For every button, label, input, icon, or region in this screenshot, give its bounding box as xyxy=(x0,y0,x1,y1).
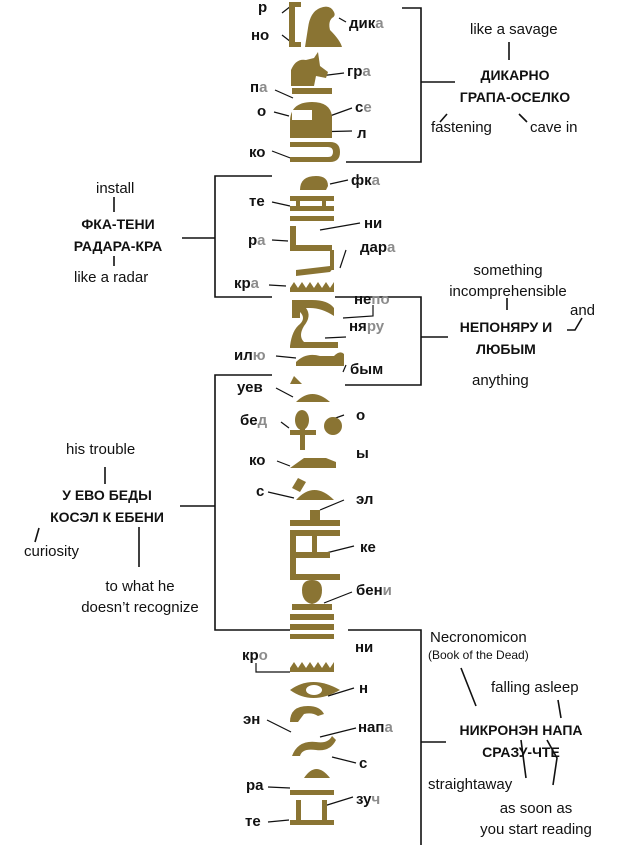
gloss-cave-in: cave in xyxy=(530,119,578,136)
syllable-zuch: зуч xyxy=(356,791,381,808)
syllable-beni: бени xyxy=(356,582,392,599)
syllable-ilyu: илю xyxy=(234,347,266,364)
gloss-anything: anything xyxy=(472,372,529,389)
syllable-o-2: о xyxy=(356,407,366,424)
syllable-kro: кро xyxy=(242,647,268,664)
syllable-l: л xyxy=(357,125,367,142)
halfdisc-glyph-icon xyxy=(304,769,330,778)
syllable-s-2: с xyxy=(359,755,368,772)
basket-glyph-icon xyxy=(290,376,302,384)
rope-glyph-icon xyxy=(290,142,340,162)
gloss-falling-asleep: falling asleep xyxy=(491,679,579,696)
syllable-kra: кра xyxy=(234,275,260,292)
syllable-nepo: непо xyxy=(354,291,390,308)
syllable-ra-2: ра xyxy=(246,777,264,794)
arm-glyph-icon xyxy=(290,458,336,468)
syllable-y: ы xyxy=(356,445,369,462)
gloss-necronomicon: Necronomicon xyxy=(430,629,527,646)
syllable-dika: дика xyxy=(349,15,384,32)
syllable-bed: бед xyxy=(240,412,268,429)
glyph-stroke-icon xyxy=(289,2,301,47)
syllable-napa: напа xyxy=(358,719,393,736)
shen-glyph-icon xyxy=(302,580,322,604)
cobra-glyph-icon xyxy=(290,302,338,348)
hook2-glyph-icon xyxy=(292,478,306,492)
arc-glyph-icon xyxy=(290,706,324,722)
water2-glyph-icon xyxy=(290,662,334,672)
vulture-glyph-icon xyxy=(305,6,342,47)
reed-glyph-icon xyxy=(296,266,332,276)
syllable-ra-1: ра xyxy=(248,232,266,249)
gloss-install: install xyxy=(96,180,135,197)
gloss-ticks xyxy=(34,42,583,786)
syllable-o-1: о xyxy=(257,103,267,120)
hook-glyph-icon xyxy=(290,226,332,251)
jackal-glyph-icon xyxy=(291,52,328,86)
gloss-straightaway: straightaway xyxy=(428,776,513,793)
syllable-s-1: с xyxy=(256,483,265,500)
syllable-el: эл xyxy=(356,491,374,508)
loop-glyph-icon xyxy=(292,300,334,318)
gloss-book-of-the-dead: (Book of the Dead) xyxy=(428,648,529,662)
water-glyph-icon xyxy=(290,282,334,292)
syllable-n: н xyxy=(359,680,369,697)
disc-glyph-icon xyxy=(324,417,342,435)
gloss-fastening: fastening xyxy=(431,119,492,136)
stair-glyph-icon xyxy=(290,510,340,526)
gloss-curiosity: curiosity xyxy=(24,543,80,560)
ankh-glyph-icon xyxy=(290,410,316,450)
syllable-te-2: те xyxy=(245,813,261,830)
syllable-dara: дара xyxy=(360,239,396,256)
bracket-group-2 xyxy=(182,175,272,298)
syllable-se: се xyxy=(355,99,372,116)
gloss-like-a-radar: like a radar xyxy=(74,269,149,286)
viper-glyph-icon xyxy=(300,176,328,190)
syllable-fka: фка xyxy=(351,172,380,189)
lion-glyph-icon xyxy=(296,352,344,366)
ladder-glyph-icon xyxy=(290,196,334,221)
syllable-no: но xyxy=(251,27,270,44)
syllable-pa: па xyxy=(250,79,268,96)
gloss-like-a-savage: like a savage xyxy=(470,21,558,38)
syllable-nyaru: няру xyxy=(349,318,385,335)
syllable-r: р xyxy=(258,0,268,16)
syllable-te-1: те xyxy=(249,193,265,210)
syllable-bym: бым xyxy=(350,361,384,378)
frame-glyph-icon xyxy=(290,530,340,580)
syllable-en: эн xyxy=(243,711,261,728)
gloss-his-trouble: his trouble xyxy=(66,441,136,458)
bracket-group-5 xyxy=(348,629,446,845)
syllable-ko-2: ко xyxy=(249,452,266,469)
syllable-ke: ке xyxy=(360,539,376,556)
snake-glyph-icon xyxy=(292,736,336,756)
bracket-group-3 xyxy=(335,296,448,386)
syllable-gra: гра xyxy=(347,63,371,80)
bracket-group-1 xyxy=(346,7,455,163)
syllable-ko-1: ко xyxy=(249,144,266,161)
gloss-and: and xyxy=(570,302,596,319)
syllable-uev: уев xyxy=(237,379,263,396)
syllable-ni-2: ни xyxy=(355,639,374,656)
bracket-group-4 xyxy=(180,374,290,631)
syllable-ni-1: ни xyxy=(364,215,383,232)
